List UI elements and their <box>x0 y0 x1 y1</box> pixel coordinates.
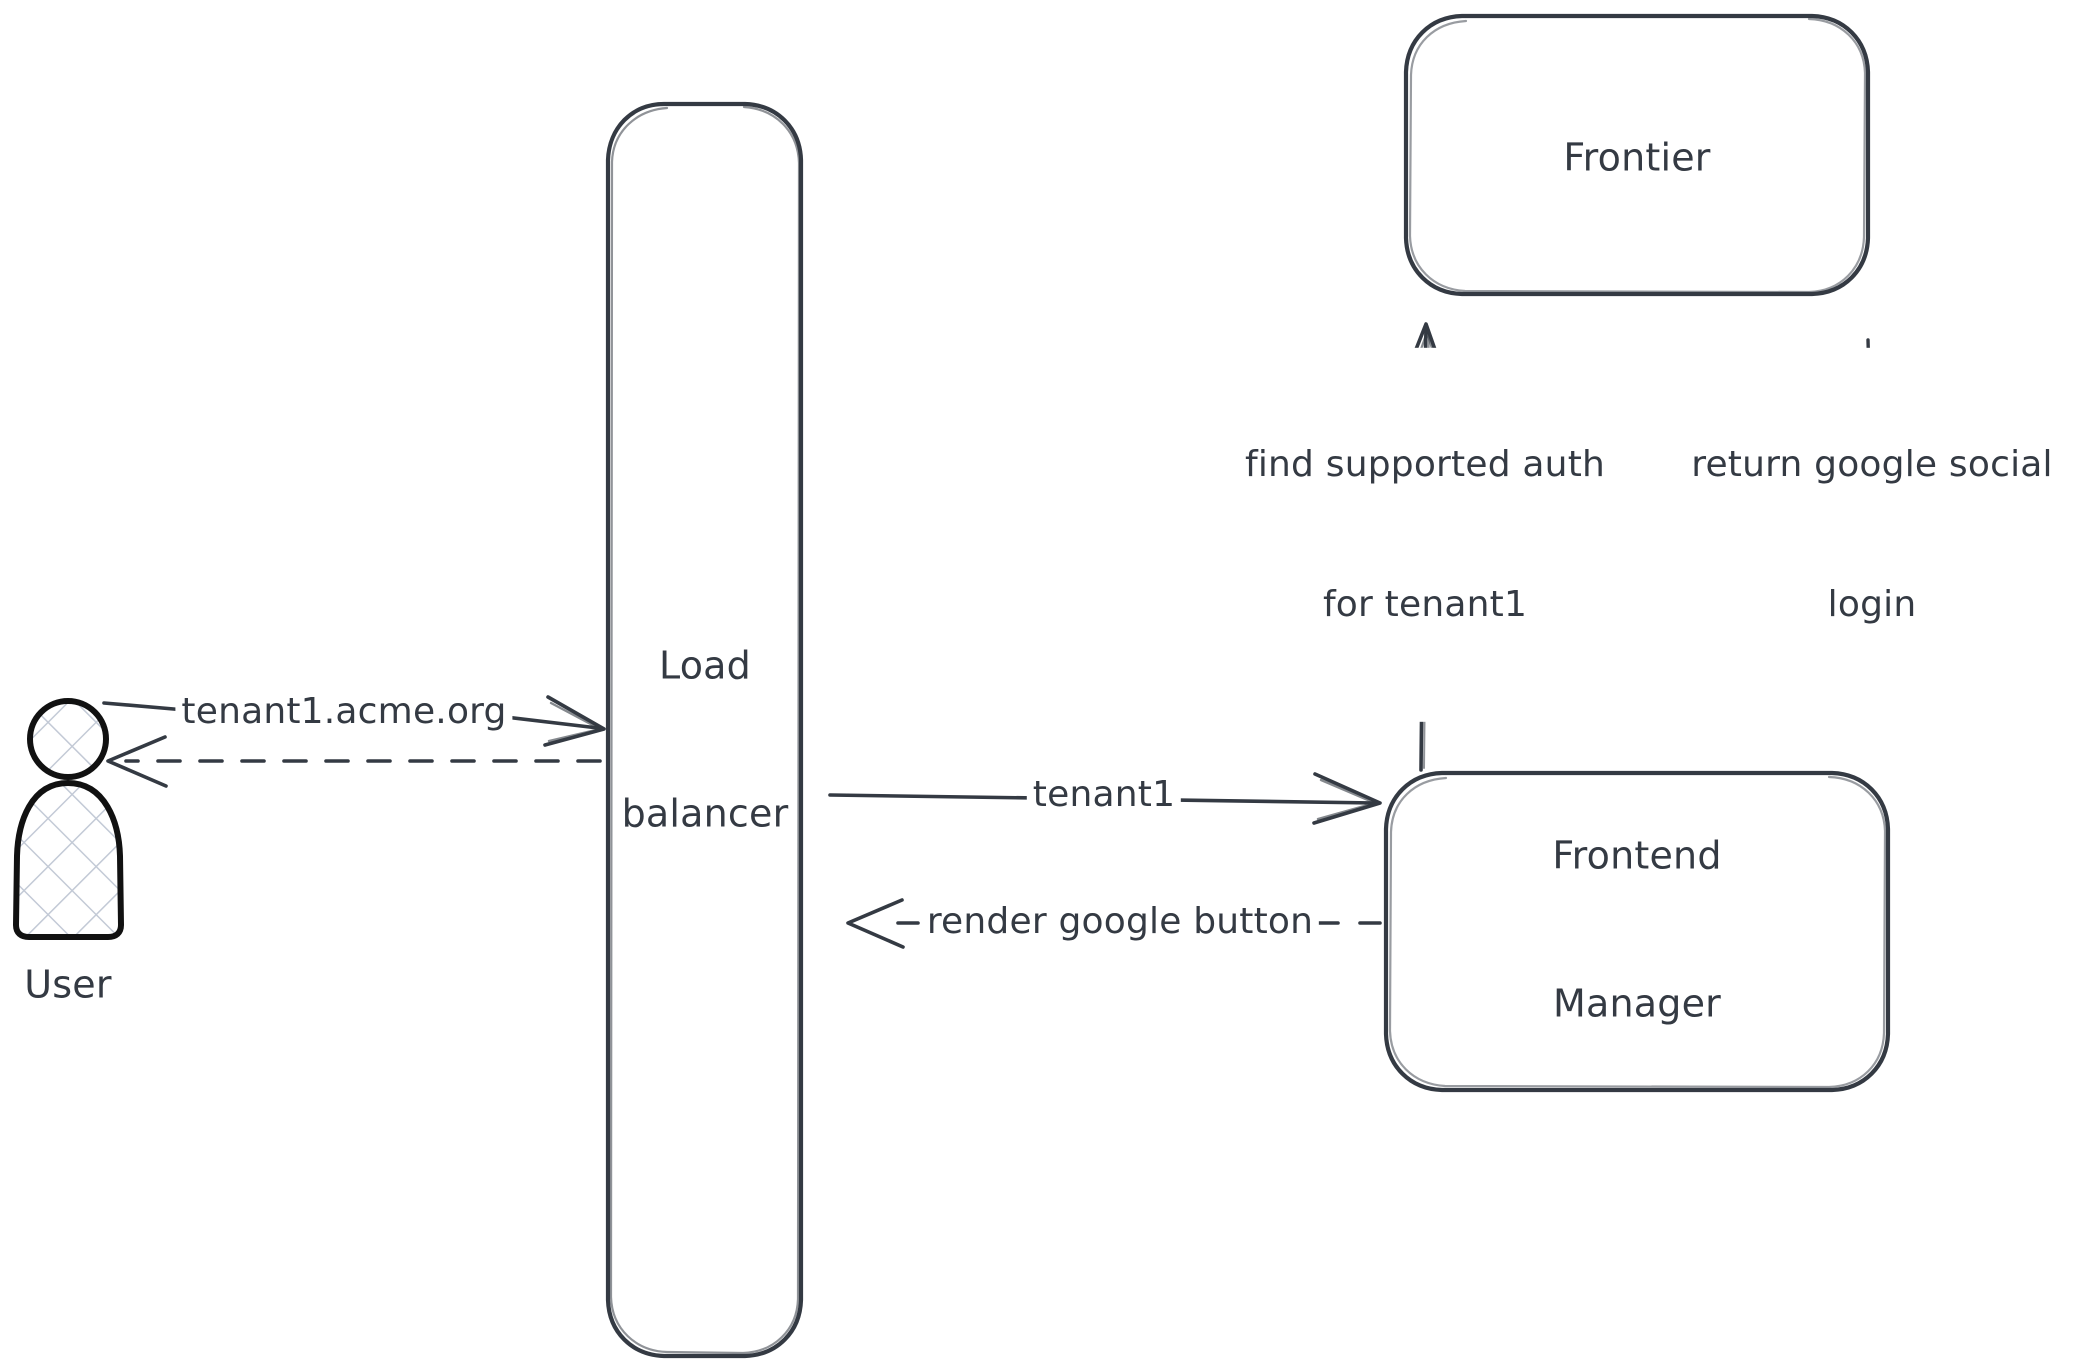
edge-label-frontier-to-fm-line2: login <box>1827 583 1917 625</box>
node-frontend-manager-shape <box>1383 770 1891 1093</box>
edge-lb-to-user <box>106 735 602 788</box>
edge-label-user-to-lb: tenant1.acme.org <box>175 690 513 734</box>
edge-label-lb-to-fm: tenant1 <box>1026 773 1182 817</box>
edge-user-to-lb <box>102 695 606 747</box>
node-label-frontier: Frontier <box>1563 135 1711 180</box>
node-label-frontend-manager-line2: Manager <box>1553 981 1721 1026</box>
edge-label-fm-to-frontier-line2: for tenant1 <box>1322 583 1528 625</box>
actor-label-user: User <box>24 962 112 1007</box>
edge-label-frontier-to-fm-line1: return google social <box>1691 443 2053 485</box>
edge-label-fm-to-lb: render google button <box>920 900 1320 944</box>
node-label-load-balancer-line1: Load <box>659 643 751 688</box>
user-person-icon <box>13 698 124 940</box>
node-frontier-shape <box>1403 13 1871 297</box>
edge-label-fm-to-frontier-line1: find supported auth <box>1244 443 1606 485</box>
node-label-load-balancer: Load balancer <box>622 542 789 937</box>
node-label-load-balancer-line2: balancer <box>621 791 789 836</box>
edge-label-fm-to-frontier: find supported auth for tenant1 <box>1238 347 1612 723</box>
node-label-frontend-manager: Frontend Manager <box>1552 732 1721 1127</box>
edge-label-frontier-to-fm: return google social login <box>1685 347 2059 723</box>
node-load-balancer-shape <box>605 101 804 1359</box>
node-label-frontend-manager-line1: Frontend <box>1552 833 1722 878</box>
